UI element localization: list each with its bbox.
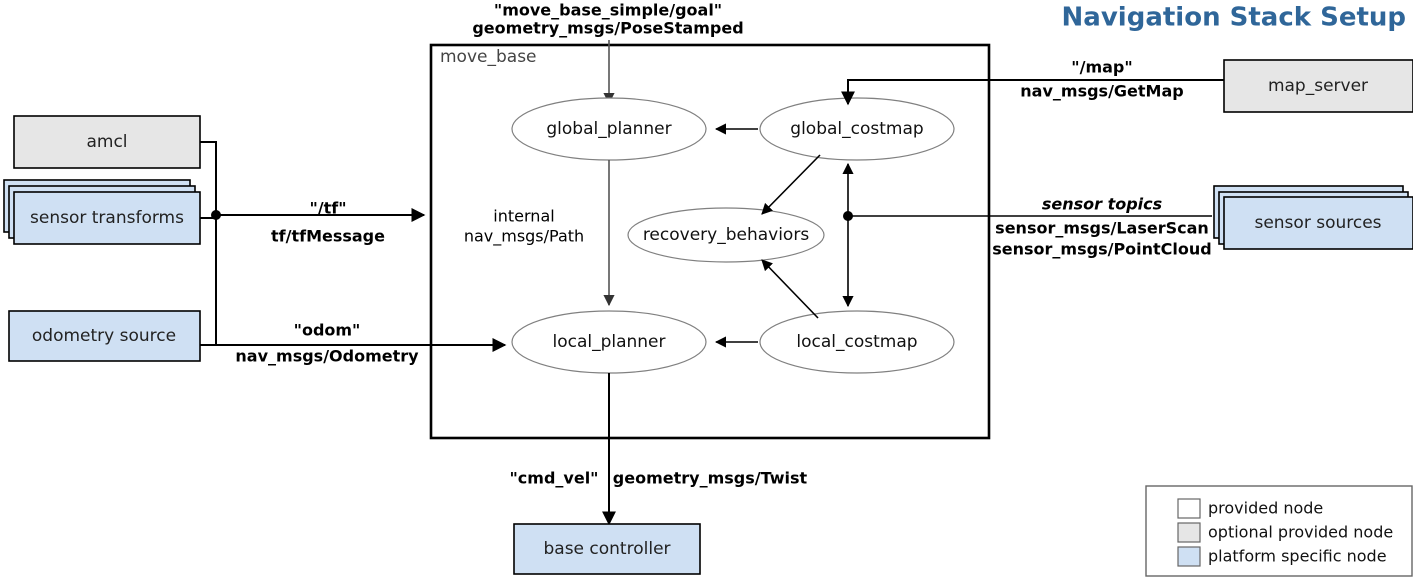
topic-odom-name: "odom" <box>294 321 361 340</box>
node-amcl[interactable] <box>13 115 201 169</box>
node-local-planner-label: local_planner <box>552 332 665 352</box>
node-sensor-sources[interactable] <box>1223 196 1413 250</box>
edge-local-costmap-to-recovery <box>761 259 819 319</box>
topic-goal-type: geometry_msgs/PoseStamped <box>472 19 743 38</box>
topic-goal-name: "move_base_simple/goal" <box>494 1 722 20</box>
topic-internal-type: nav_msgs/Path <box>464 227 584 247</box>
topic-cmd-vel-name: "cmd_vel" <box>509 469 598 488</box>
topic-sensor-type-2: sensor_msgs/PointCloud <box>992 240 1212 259</box>
topic-tf-type: tf/tfMessage <box>271 227 385 246</box>
node-global-costmap[interactable] <box>759 97 955 161</box>
topic-map-type: nav_msgs/GetMap <box>1020 82 1183 101</box>
node-sensor-transforms-label: sensor transforms <box>30 208 184 228</box>
node-map-server-label: map_server <box>1268 76 1368 96</box>
legend-label-optional: optional provided node <box>1208 523 1393 542</box>
legend-swatch-optional <box>1177 522 1201 543</box>
node-map-server[interactable] <box>1223 59 1413 113</box>
edge-odometry-to-tf <box>200 215 217 346</box>
node-recovery-behaviors[interactable] <box>627 207 825 263</box>
topic-map-name: "/map" <box>1071 58 1132 77</box>
edge-map-to-global-costmap <box>841 79 1224 106</box>
node-odometry-source[interactable] <box>8 310 201 362</box>
topic-sensor-name: sensor topics <box>1042 195 1162 214</box>
move-base-label: move_base <box>440 47 537 67</box>
node-base-controller-label: base controller <box>543 539 670 559</box>
node-global-planner-label: global_planner <box>546 119 671 139</box>
legend-label-provided: provided node <box>1208 499 1323 518</box>
node-base-controller[interactable] <box>513 523 701 575</box>
topic-odom-type: nav_msgs/Odometry <box>235 347 419 366</box>
node-recovery-behaviors-label: recovery_behaviors <box>643 225 810 245</box>
node-sensor-transforms[interactable] <box>13 191 201 245</box>
node-amcl-label: amcl <box>86 132 127 152</box>
topic-cmd-vel-type: geometry_msgs/Twist <box>613 469 808 488</box>
legend-swatch-platform <box>1177 546 1201 567</box>
node-global-costmap-label: global_costmap <box>790 119 923 139</box>
node-sensor-sources-label: sensor sources <box>1254 213 1381 233</box>
legend-swatch-provided <box>1177 498 1201 519</box>
topic-tf-name: "/tf" <box>309 199 346 218</box>
topic-internal-name: internal <box>493 207 554 226</box>
page-title: Navigation Stack Setup <box>1062 3 1406 33</box>
legend-label-platform: platform specific node <box>1208 547 1387 566</box>
topic-sensor-type-1: sensor_msgs/LaserScan <box>995 219 1209 238</box>
edge-amcl-to-tf <box>200 141 217 215</box>
edge-global-costmap-to-recovery <box>761 154 821 215</box>
node-local-costmap-label: local_costmap <box>796 332 917 352</box>
node-odometry-source-label: odometry source <box>32 326 176 346</box>
node-local-costmap[interactable] <box>759 310 955 374</box>
